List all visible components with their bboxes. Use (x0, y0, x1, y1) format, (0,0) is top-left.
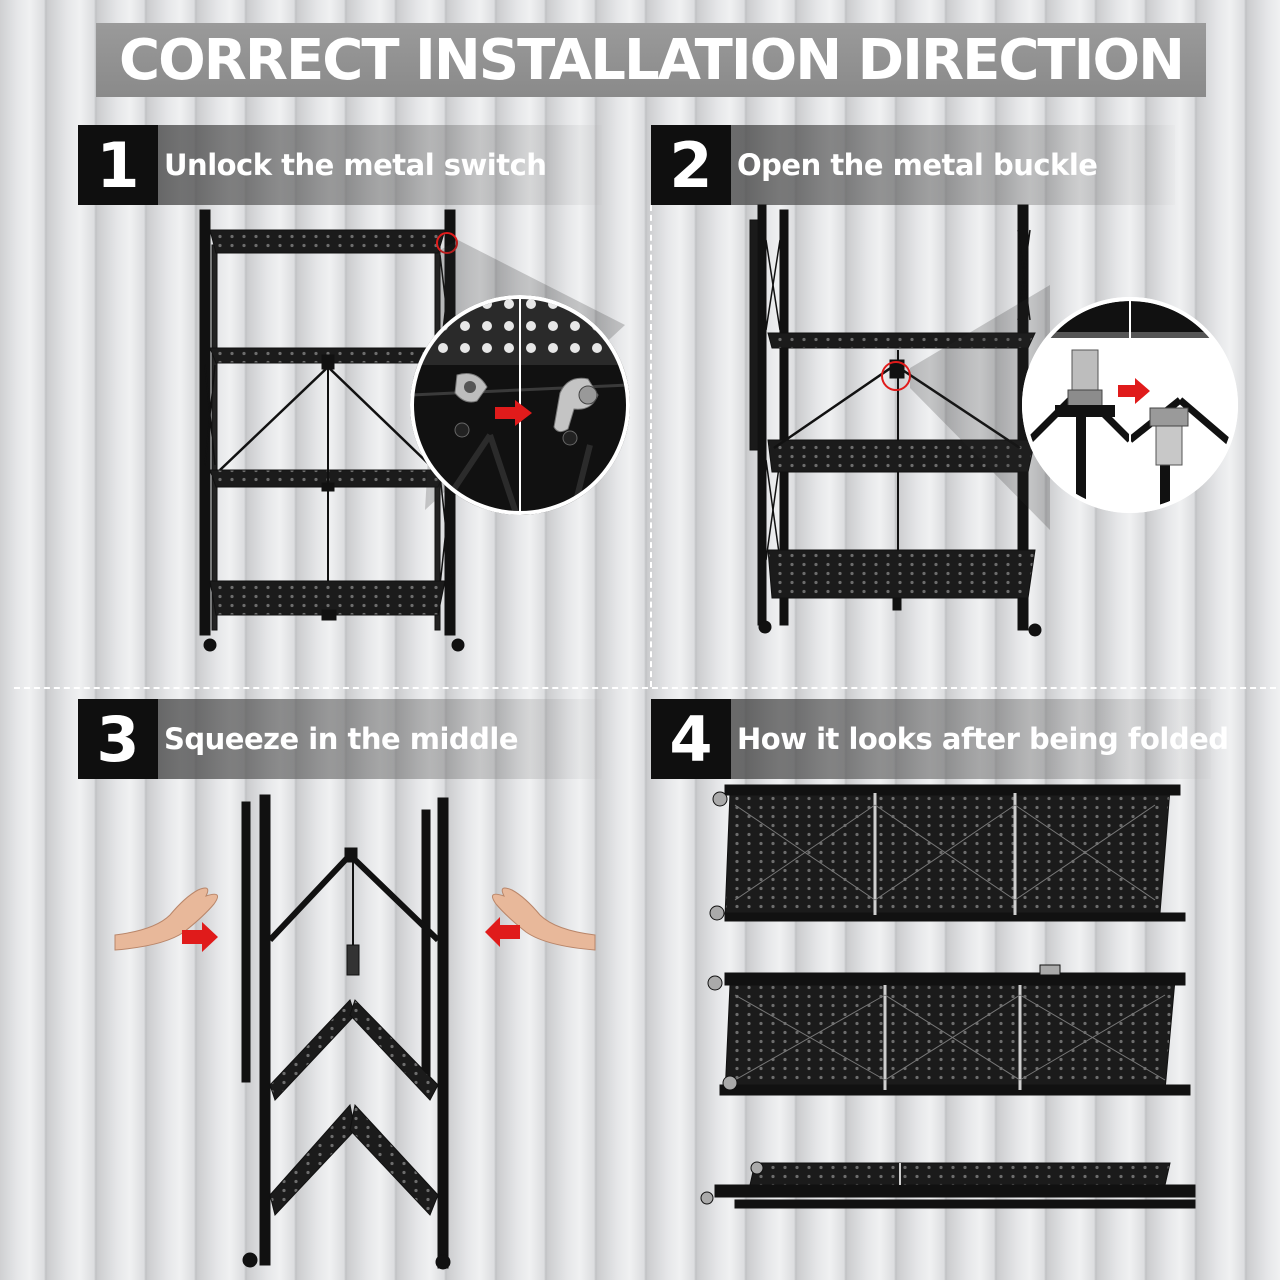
step-2-header: 2 Open the metal buckle (651, 125, 1175, 205)
step-4-number: 4 (651, 699, 731, 779)
vertical-divider (650, 205, 652, 687)
step-3-number: 3 (78, 699, 158, 779)
step-1-header: 1 Unlock the metal switch (78, 125, 602, 205)
title-banner: CORRECT INSTALLATION DIRECTION (96, 23, 1206, 97)
right-arrow-icon (182, 922, 218, 952)
step-1-text: Unlock the metal switch (164, 148, 547, 182)
step-4-folded-shelves (700, 784, 1196, 1209)
step-3-text: Squeeze in the middle (164, 722, 519, 756)
red-arrow-icon (1118, 378, 1150, 404)
step-2-number: 2 (651, 125, 731, 205)
step-1-shelf-illustration (199, 209, 630, 652)
step-2-shelf-illustration (749, 204, 1238, 637)
step-2-text: Open the metal buckle (737, 148, 1098, 182)
step-3-header: 3 Squeeze in the middle (78, 699, 602, 779)
step-4-text: How it looks after being folded (737, 722, 1229, 756)
page-title: CORRECT INSTALLATION DIRECTION (119, 27, 1185, 93)
step-4-header: 4 How it looks after being folded (651, 699, 1229, 779)
left-hand-icon (114, 887, 219, 951)
red-arrow-icon (495, 400, 532, 426)
horizontal-divider (14, 687, 1276, 689)
left-arrow-icon (485, 917, 520, 947)
right-hand-icon (491, 887, 596, 951)
step-1-number: 1 (78, 125, 158, 205)
step-3-folding-illustration (114, 794, 596, 1270)
